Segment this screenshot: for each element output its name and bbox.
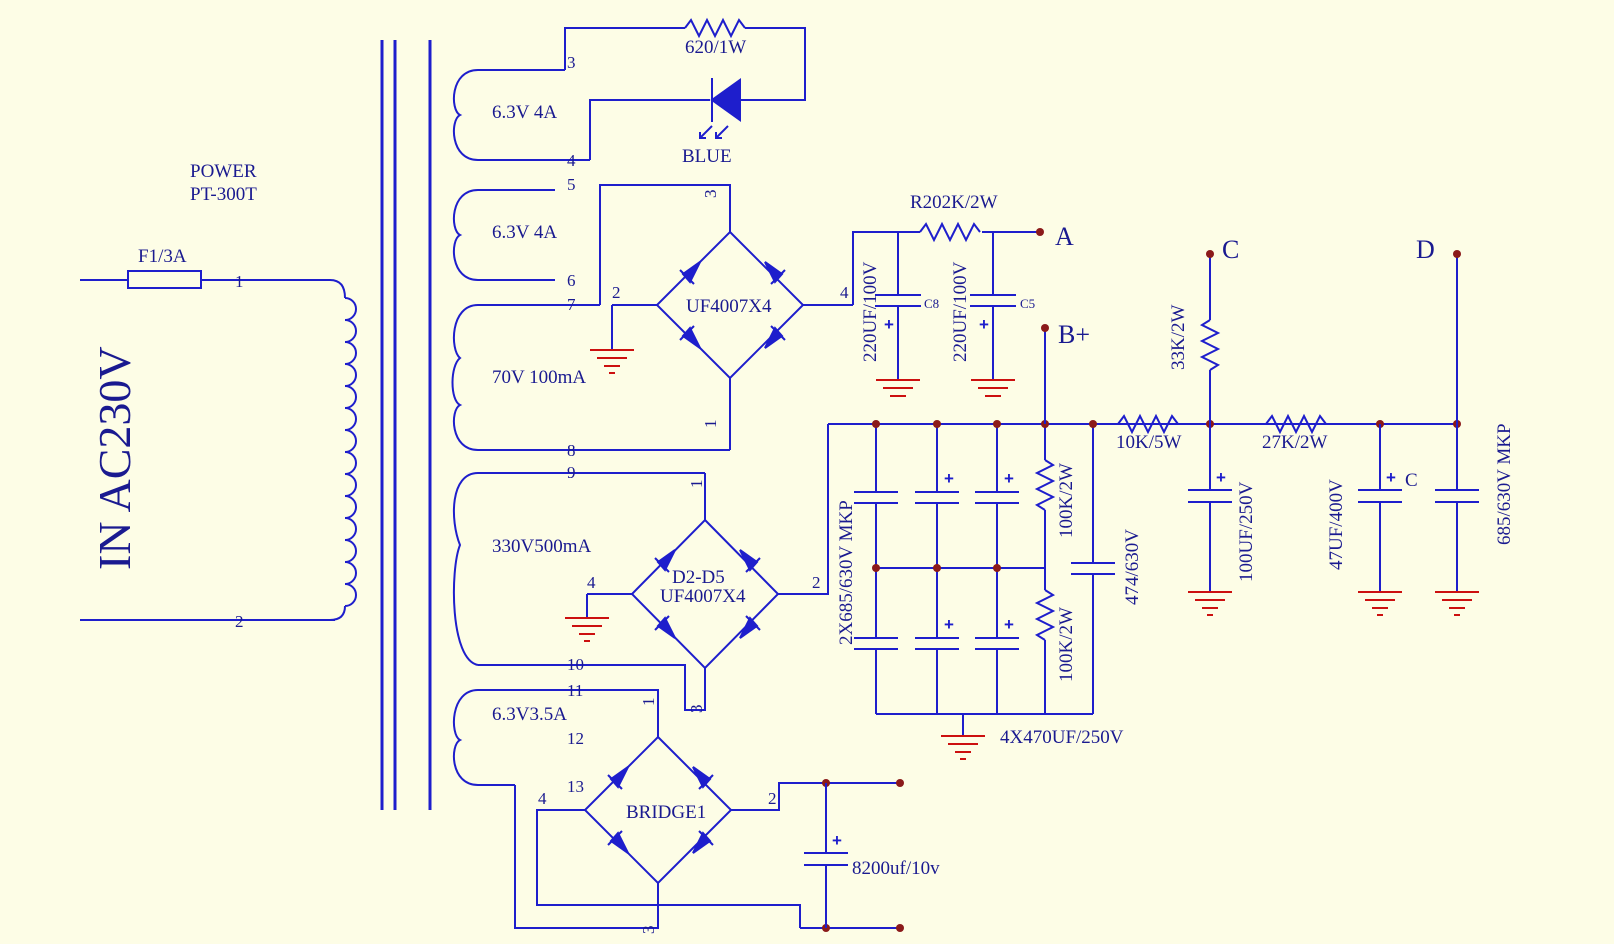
svg-text:+: + (1386, 468, 1396, 487)
c8-ref: C8 (924, 296, 939, 311)
winding-label-4: 330V500mA (492, 536, 592, 557)
pin-8: 8 (567, 441, 576, 460)
winding-label-5: 6.3V3.5A (492, 704, 567, 725)
transformer-core (380, 40, 432, 810)
pin-12: 12 (567, 729, 584, 748)
pin-5: 5 (567, 175, 576, 194)
output-d: D (1416, 235, 1435, 264)
svg-text:+: + (979, 315, 989, 334)
hv-bridge: D2-D5 UF4007X4 1 4 2 3 (586, 424, 829, 714)
winding-label-3: 70V 100mA (492, 367, 586, 388)
r-10k-label: 10K/5W (1116, 432, 1182, 453)
secondary-heater-winding-2: 6.3V 4A 5 6 (453, 175, 576, 290)
hv-filter-bank: + + + + B+ 2X685/630V MKP 4X470UF/250V 100… (828, 320, 1457, 748)
c8-value: 220UF/100V (860, 261, 881, 362)
bias-resistor-label: R202K/2W (910, 192, 998, 213)
r-27k-label: 27K/2W (1262, 432, 1328, 453)
heater-bridge-pin-1: 1 (639, 698, 658, 707)
electrolytics-label: 4X470UF/250V (1000, 727, 1124, 748)
bleeder-2-label: 100K/2W (1056, 607, 1077, 682)
pin-7: 7 (567, 295, 576, 314)
heater-cap-label: 8200uf/10v (852, 858, 940, 879)
snubber-label: 474/630V (1122, 529, 1143, 605)
hv-bridge-pin-1: 1 (687, 480, 706, 489)
secondary-led-winding: 620/1W BLUE 6.3V 4A 3 4 (453, 17, 806, 170)
pin-3: 3 (567, 53, 576, 72)
cap-100uf-label: 100UF/250V (1236, 481, 1257, 582)
led-light-arrows (699, 125, 729, 139)
output-b-plus: B+ (1058, 320, 1090, 349)
hv-bridge-pin-4: 4 (587, 573, 596, 592)
heater-bridge-pin-2: 2 (768, 789, 777, 808)
bias-bridge-pin-1: 1 (701, 420, 720, 429)
cap-685-label: 685/630V MKP (1494, 423, 1515, 545)
svg-text:+: + (1216, 468, 1226, 487)
hv-ladder-grounds (1188, 591, 1479, 616)
svg-text:+: + (884, 315, 894, 334)
svg-text:+: + (1004, 469, 1014, 488)
heater-bridge-pin-4: 4 (538, 789, 547, 808)
hv-bridge-label: UF4007X4 (660, 586, 746, 607)
pin-9: 9 (567, 463, 576, 482)
bias-bridge-label: UF4007X4 (686, 296, 772, 317)
pin-4: 4 (567, 151, 576, 170)
r-33k-label: 33K/2W (1168, 305, 1189, 371)
heater-bridge-pin-3: 3 (639, 926, 658, 935)
led-resistor (684, 17, 746, 39)
hv-bridge-ground (565, 617, 609, 642)
bias-bridge: UF4007X4 3 2 4 1 (611, 190, 853, 429)
bias-bridge-pin-2: 2 (612, 283, 621, 302)
pin-6: 6 (567, 271, 576, 290)
bias-bridge-pin-3: 3 (701, 190, 720, 199)
bias-filter: + + R202K/2W C8 C5 220UF/100V 220UF/100V… (852, 192, 1074, 380)
transformer-model: PT-300T (190, 184, 257, 205)
primary-pin-1: 1 (235, 272, 244, 291)
hv-rc-ladder: C 33K/2W + 100UF/250V + C 47UF/400V D 68… (1116, 235, 1515, 592)
svg-text:+: + (944, 615, 954, 634)
bias-cap-grounds (876, 379, 1015, 397)
heater-bridge-label: BRIDGE1 (626, 802, 706, 823)
svg-text:+: + (1004, 615, 1014, 634)
transformer-brand: POWER (190, 161, 257, 182)
fuse (127, 270, 202, 289)
led-color-label: BLUE (682, 146, 732, 167)
film-caps-label: 2X685/630V MKP (836, 500, 857, 645)
primary-circuit: IN AC230V POWER PT-300T F1/3A 1 2 (80, 161, 357, 631)
r-27k (1265, 413, 1327, 435)
secondary-bias-winding: 70V 100mA 7 8 (451, 184, 731, 460)
cap-47uf-ref: C (1405, 470, 1418, 491)
blue-led (710, 78, 741, 122)
hv-bank-ground (941, 735, 985, 760)
winding-label-1: 6.3V 4A (492, 102, 557, 123)
svg-text:+: + (944, 469, 954, 488)
bias-bridge-pin-4: 4 (840, 283, 849, 302)
secondary-dc-heater-winding: 6.3V3.5A 11 12 13 (452, 681, 659, 929)
secondary-hv-winding: 330V500mA 9 10 (452, 463, 706, 711)
pin-11: 11 (567, 681, 583, 700)
hv-bridge-pin-2: 2 (812, 573, 821, 592)
bias-ground (590, 349, 634, 374)
hv-bridge-pin-3: 3 (687, 705, 706, 714)
pin-10: 10 (567, 655, 584, 674)
heater-bridge: + BRIDGE1 1 4 2 3 8200uf/10v (536, 698, 940, 935)
pin-13: 13 (567, 777, 584, 796)
input-voltage-label: IN AC230V (89, 346, 140, 570)
primary-winding (329, 279, 357, 621)
hv-bridge-ref: D2-D5 (672, 567, 725, 588)
svg-text:+: + (832, 831, 842, 850)
output-a: A (1055, 222, 1074, 251)
cap-47uf-label: 47UF/400V (1326, 479, 1347, 570)
bleeder-1-label: 100K/2W (1056, 463, 1077, 538)
winding-label-2: 6.3V 4A (492, 222, 557, 243)
c5-value: 220UF/100V (950, 261, 971, 362)
led-resistor-label: 620/1W (685, 37, 746, 58)
c5-ref: C5 (1020, 296, 1035, 311)
bias-resistor (919, 221, 981, 243)
fuse-label: F1/3A (138, 246, 187, 267)
r-10k (1117, 413, 1179, 435)
primary-pin-2: 2 (235, 612, 244, 631)
output-c: C (1222, 235, 1239, 264)
